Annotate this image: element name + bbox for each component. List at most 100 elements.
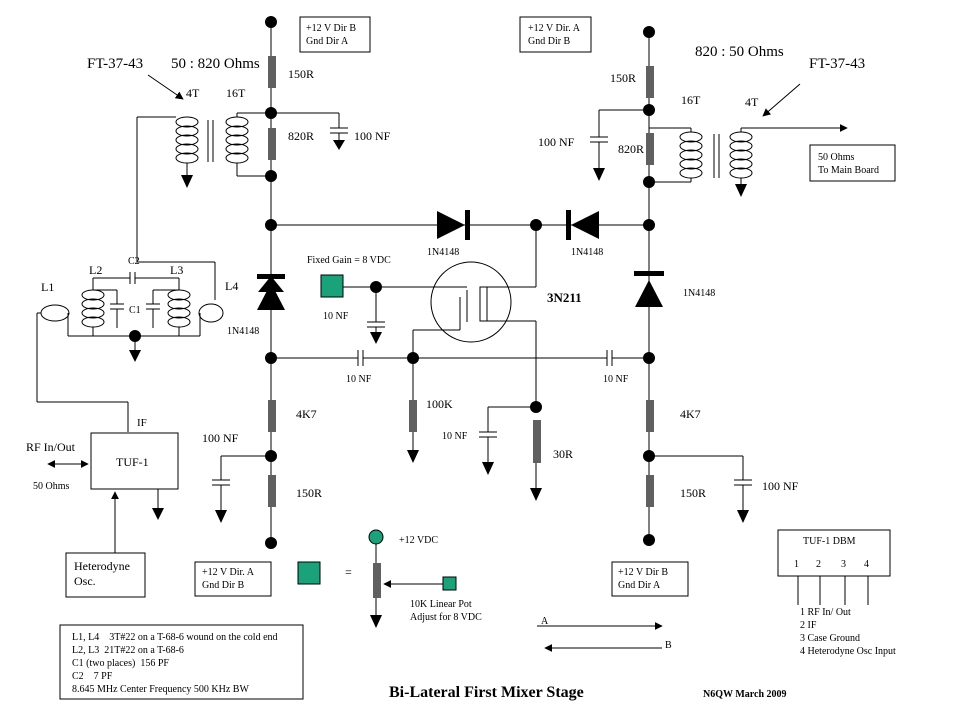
labels: FT-37-43 50 : 820 Ohms 4T 16T 150R 820R … xyxy=(26,23,896,701)
resistor-150r-bottom-left xyxy=(268,475,276,507)
heterodyne-osc-box xyxy=(65,552,146,598)
left-lower xyxy=(212,274,649,523)
note-line-5: 8.645 MHz Center Frequency 500 KHz BW xyxy=(72,684,249,695)
right-ratio-label: 820 : 50 Ohms xyxy=(695,44,784,60)
left-transformer xyxy=(136,74,271,300)
diode-bridge xyxy=(271,210,649,240)
tuf-dbm-legend-2: 2 IF xyxy=(800,620,817,631)
tuf1-block xyxy=(47,432,179,598)
diode-right-label: 1N4148 xyxy=(683,288,715,299)
supply-bottom-right-2: Gnd Dir A xyxy=(618,580,661,591)
note-line-1: L1, L4 3T#22 on a T-68-6 wound on the co… xyxy=(72,632,278,643)
supply-box-top-right xyxy=(519,16,592,53)
diode-top-right xyxy=(571,211,599,239)
supply-box-top-left xyxy=(299,16,371,53)
diode-top-right-label: 1N4148 xyxy=(571,247,603,258)
board-out-line1: 50 Ohms xyxy=(818,152,855,163)
direction-b-label: B xyxy=(665,640,672,651)
right-primary-label: 4T xyxy=(745,95,759,109)
tuf1-dbm-box xyxy=(777,529,891,577)
coil-16t-right xyxy=(679,131,703,179)
diode-right xyxy=(635,280,663,307)
supply-bottom-left-2: Gnd Dir B xyxy=(202,580,245,591)
tuf-dbm-pin4: 4 xyxy=(864,559,869,570)
supply-top-left-2: Gnd Dir A xyxy=(306,36,349,47)
main-board-box xyxy=(809,144,896,182)
resistor-820r-left xyxy=(268,128,276,160)
resistor-4k7-right xyxy=(646,400,654,432)
board-out-line2: To Main Board xyxy=(818,165,879,176)
supply-top-left-1: +12 V Dir B xyxy=(306,23,356,34)
pot-supply-label: +12 VDC xyxy=(399,535,438,546)
left-secondary-label: 16T xyxy=(226,86,246,100)
c100nf-bottom-left-label: 100 NF xyxy=(202,431,239,445)
tuf1-label: TUF-1 xyxy=(116,455,149,469)
coil-l1 xyxy=(40,304,70,322)
right-secondary-label: 16T xyxy=(681,93,701,107)
tuf-ohms-label: 50 Ohms xyxy=(33,481,70,492)
r150-bottom-left-label: 150R xyxy=(296,486,322,500)
left-ratio-label: 50 : 820 Ohms xyxy=(171,56,260,72)
l4-label: L4 xyxy=(225,279,238,293)
coil-l4 xyxy=(198,303,224,323)
node-bottom-left xyxy=(265,537,277,549)
r30r-label: 30R xyxy=(553,447,573,461)
resistor-820r-right xyxy=(646,133,654,165)
heterodyne-label-2: Osc. xyxy=(74,574,96,588)
heterodyne-label-1: Heterodyne xyxy=(74,559,130,573)
if-label: IF xyxy=(137,417,147,429)
diode-top-left xyxy=(437,211,465,239)
tuf-dbm-legend-4: 4 Heterodyne Osc Input xyxy=(800,646,896,657)
r150-top-left-label: 150R xyxy=(288,67,314,81)
direction-arrows xyxy=(537,622,663,652)
bandpass-filter xyxy=(36,272,224,432)
c10nf-left-label: 10 NF xyxy=(346,374,372,385)
diode-top-left-label: 1N4148 xyxy=(427,247,459,258)
r820-left-label: 820R xyxy=(288,129,314,143)
resistor-150r-bottom-right xyxy=(646,475,654,507)
pot-desc-1: 10K Linear Pot xyxy=(410,599,472,610)
tuf1-dbm-diagram xyxy=(777,529,891,605)
coil-4t-right xyxy=(729,131,753,179)
right-supply-chain xyxy=(590,26,752,546)
page-title: Bi-Lateral First Mixer Stage xyxy=(389,684,584,701)
c100nf-top-left-label: 100 NF xyxy=(354,129,391,143)
supply-top-right-2: Gnd Dir B xyxy=(528,36,571,47)
c100nf-bottom-right-label: 100 NF xyxy=(762,479,799,493)
l1-label: L1 xyxy=(41,280,54,294)
fet-section xyxy=(320,219,542,501)
left-core-label: FT-37-43 xyxy=(87,56,143,72)
tuf-dbm-pin1: 1 xyxy=(794,559,799,570)
tuf-dbm-pin2: 2 xyxy=(816,559,821,570)
r820-right-label: 820R xyxy=(618,142,644,156)
note-line-4: C2 7 PF xyxy=(72,671,113,682)
coil-l3 xyxy=(167,289,191,328)
supply-bottom-left-1: +12 V Dir. A xyxy=(202,567,255,578)
note-line-2: L2, L3 21T#22 on a T-68-6 xyxy=(72,645,184,656)
pot-desc-2: Adjust for 8 VDC xyxy=(410,612,482,623)
coil-16t-left xyxy=(225,116,249,164)
fet-label: 3N211 xyxy=(547,290,582,305)
pot-section xyxy=(297,529,457,628)
fet-3n211 xyxy=(430,261,512,343)
pot-equals: = xyxy=(345,565,352,579)
resistor-30r xyxy=(533,420,541,463)
resistor-150r-top-left xyxy=(268,56,276,88)
coil-l2 xyxy=(81,289,105,328)
node-top-left xyxy=(265,16,277,28)
pot-10k xyxy=(373,563,381,598)
resistor-150r-top-right xyxy=(646,66,654,98)
tuf-dbm-legend-1: 1 RF In/ Out xyxy=(800,607,851,618)
pot-wiper-output xyxy=(442,576,457,591)
supply-bottom-right-1: +12 V Dir B xyxy=(618,567,668,578)
r100k-label: 100K xyxy=(426,397,453,411)
l2-label: L2 xyxy=(89,263,102,277)
diode-left-label: 1N4148 xyxy=(227,326,259,337)
notes-box xyxy=(59,624,304,700)
r150-bottom-right-label: 150R xyxy=(680,486,706,500)
l3-label: L3 xyxy=(170,263,183,277)
supply-top-right-1: +12 V Dir. A xyxy=(528,23,581,34)
r4k7-right-label: 4K7 xyxy=(680,407,701,421)
supply-box-bottom-right xyxy=(611,561,689,597)
